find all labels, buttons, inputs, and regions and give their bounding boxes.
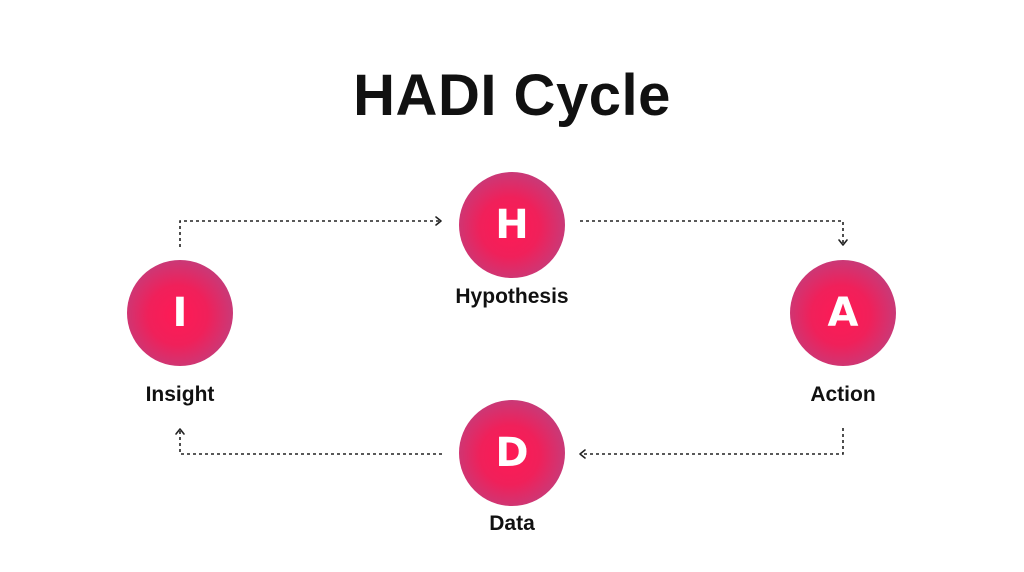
data-circle: D xyxy=(459,400,565,506)
insight-label: Insight xyxy=(145,383,215,406)
connector-insight-to-hypothesis xyxy=(179,220,440,247)
arrowhead-to-insight-icon xyxy=(175,428,185,435)
hypothesis-letter: H xyxy=(495,202,529,248)
action-letter: A xyxy=(827,290,859,336)
data-letter: D xyxy=(495,430,529,476)
insight-letter: I xyxy=(172,290,188,336)
arrowhead-to-data-icon xyxy=(579,449,586,459)
data-label: Data xyxy=(489,512,535,535)
connector-action-to-data xyxy=(581,428,844,455)
insight-circle: I xyxy=(127,260,233,366)
action-label: Action xyxy=(810,383,876,406)
connector-data-to-insight xyxy=(179,430,442,455)
arrowhead-to-hypothesis-icon xyxy=(435,216,442,226)
action-circle: A xyxy=(790,260,896,366)
hypothesis-circle: H xyxy=(459,172,565,278)
connector-hypothesis-to-action xyxy=(580,220,844,244)
page-title: HADI Cycle xyxy=(353,63,671,128)
hypothesis-label: Hypothesis xyxy=(455,285,569,308)
arrowhead-to-action-icon xyxy=(838,239,848,246)
